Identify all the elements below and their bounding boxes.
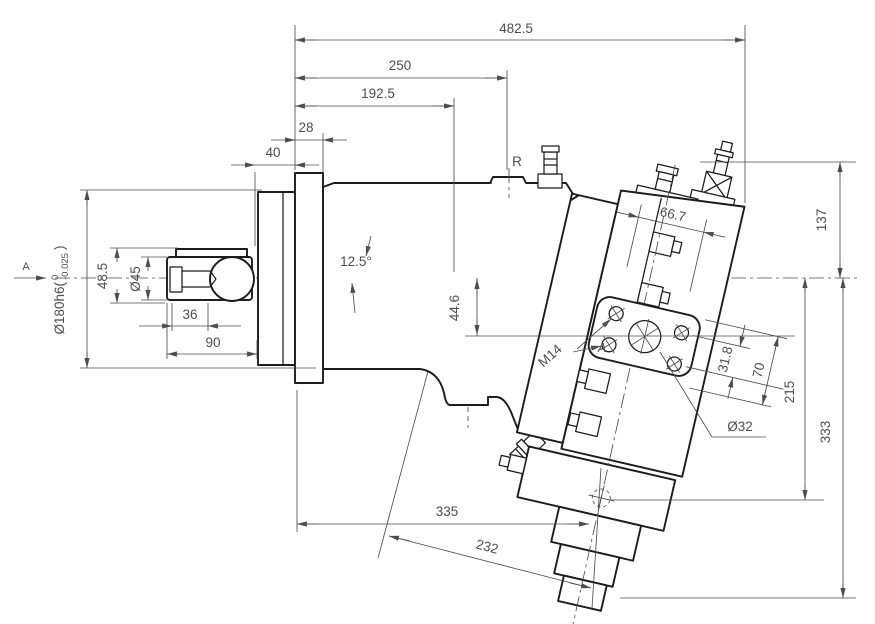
dim-232: 232 — [388, 535, 592, 589]
dim-90: 90 — [166, 303, 258, 359]
dim-333: 333 — [620, 277, 856, 599]
breather-stud — [654, 163, 679, 194]
dim-flange-tol-upper: 0 — [50, 275, 61, 280]
dim-192-5-label: 192.5 — [361, 86, 395, 101]
dim-44-6: 44.6 — [447, 278, 795, 337]
dim-36: 36 — [139, 303, 241, 331]
dim-48-5-label: 48.5 — [95, 263, 110, 289]
dim-482-5: 482.5 — [294, 21, 746, 203]
dim-32-label: Ø32 — [727, 419, 753, 434]
dim-215-label: 215 — [782, 381, 797, 404]
block-axis-centerline — [567, 164, 676, 624]
dim-28-label: 28 — [298, 120, 313, 135]
block-left-rail — [515, 192, 619, 444]
side-bolt-bosses — [567, 231, 683, 438]
dim-28: 28 — [271, 120, 347, 172]
block-corner-bevel — [569, 194, 580, 202]
dim-90-label: 90 — [205, 335, 220, 350]
dim-250: 250 — [294, 58, 508, 170]
dim-137-label: 137 — [814, 209, 829, 232]
dim-flange-tol-lower: -0.025 — [60, 253, 71, 280]
port-a-label: A — [597, 341, 606, 355]
dim-335: 335 — [296, 390, 602, 609]
dim-44-6-label: 44.6 — [447, 295, 462, 321]
flange-plate — [294, 172, 324, 384]
dimension-annotations: A R 482.5 250 192.5 — [14, 21, 856, 609]
vent-fitting — [537, 145, 563, 189]
view-a-label: A — [22, 261, 30, 273]
dim-angle-label: 12.5° — [340, 254, 372, 269]
end-step-3 — [557, 574, 608, 612]
dim-31-8-label: 31.8 — [715, 345, 736, 374]
dim-333-label: 333 — [818, 421, 833, 444]
drive-shaft — [166, 248, 255, 302]
dim-32: Ø32 — [659, 351, 766, 438]
dim-45: Ø45 — [128, 256, 167, 301]
dim-36-label: 36 — [182, 307, 197, 322]
dim-482-5-label: 482.5 — [499, 21, 533, 36]
dim-70-label: 70 — [750, 361, 768, 379]
dim-66-7-label: 66.7 — [658, 204, 687, 225]
dim-45-label: Ø45 — [128, 266, 143, 292]
dim-40-label: 40 — [265, 145, 280, 160]
dim-70: 70 — [689, 319, 788, 408]
relief-valve-fitting — [689, 140, 736, 210]
dim-215: 215 — [610, 277, 824, 501]
dim-137: 137 — [700, 161, 856, 279]
flange-hub — [257, 191, 296, 366]
dim-232-label: 232 — [474, 537, 500, 557]
dim-192-5: 192.5 — [294, 86, 455, 272]
end-cap-axis-extension — [591, 467, 602, 609]
dim-flange-dia-suffix: ) — [52, 246, 67, 251]
view-direction-marker: A — [14, 261, 47, 281]
shaft-spline-detail — [169, 266, 217, 293]
port-r-label: R — [512, 154, 522, 169]
dim-250-label: 250 — [389, 58, 412, 73]
mounting-flange — [257, 172, 324, 384]
flange-side-stub — [498, 454, 511, 468]
dim-48-5: 48.5 — [95, 247, 178, 304]
dim-flange-diameter: Ø180h6( 0 -0.025 ) — [50, 189, 316, 369]
dim-40: 40 — [231, 145, 319, 246]
dim-66-7: 66.7 — [616, 204, 726, 292]
dim-flange-dia-prefix: Ø180h6( — [52, 282, 67, 335]
dim-335-label: 335 — [436, 504, 459, 519]
dim-angle-12-5: 12.5° — [340, 235, 372, 314]
shaft-ball-end — [209, 256, 255, 302]
